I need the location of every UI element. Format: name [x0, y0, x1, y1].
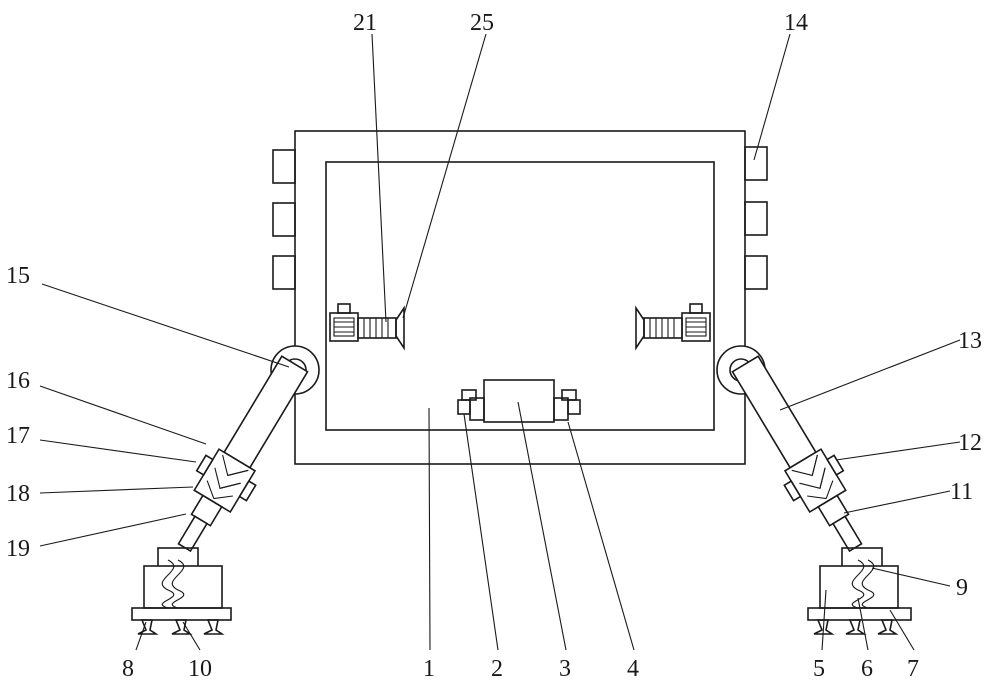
right-leg	[716, 345, 912, 635]
label-1: 1	[423, 656, 435, 682]
label-5: 5	[813, 656, 825, 682]
label-2: 2	[491, 656, 503, 682]
label-12: 12	[958, 430, 982, 456]
label-14: 14	[784, 10, 808, 36]
leader-lines	[39, 33, 961, 651]
label-19: 19	[6, 536, 30, 562]
label-8: 8	[122, 656, 134, 682]
label-13: 13	[958, 328, 982, 354]
label-18: 18	[6, 481, 30, 507]
left-leg	[131, 345, 320, 635]
label-7: 7	[907, 656, 919, 682]
label-11: 11	[950, 479, 973, 505]
right-clamp	[635, 303, 711, 351]
label-17: 17	[6, 423, 30, 449]
right-side-tabs	[744, 146, 768, 290]
bottom-motor	[457, 379, 581, 423]
label-9: 9	[956, 575, 968, 601]
label-4: 4	[627, 656, 639, 682]
label-3: 3	[559, 656, 571, 682]
label-16: 16	[6, 368, 30, 394]
reference-numerals: 21 25 14 15 16 17 18 19 13 12 11 9 8 10 …	[6, 10, 982, 682]
label-25: 25	[470, 10, 494, 36]
label-6: 6	[861, 656, 873, 682]
left-clamp	[329, 303, 405, 351]
label-15: 15	[6, 263, 30, 289]
label-10: 10	[188, 656, 212, 682]
main-frame	[294, 130, 746, 465]
left-side-tabs	[272, 149, 296, 290]
label-21: 21	[353, 10, 377, 36]
